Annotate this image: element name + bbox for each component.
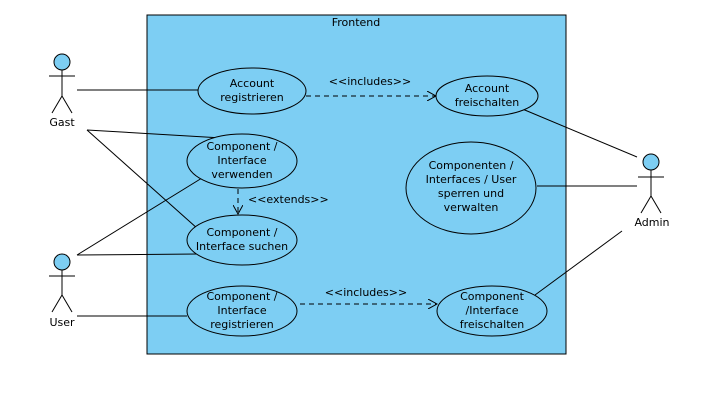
usecase-label-line: /Interface	[466, 304, 519, 317]
system-title: Frontend	[332, 16, 381, 29]
usecase-label-line: sperren und	[438, 187, 504, 200]
usecase-label-line: freischalten	[460, 318, 525, 331]
usecase-label-line: registrieren	[220, 91, 284, 104]
usecase-account-freischalten[interactable]: Account freischalten	[435, 75, 539, 117]
actor-label: Admin	[634, 216, 669, 229]
stick-figure-icon	[49, 253, 75, 313]
assoc-gast-component-verwenden	[86, 129, 223, 139]
dependencies	[238, 96, 437, 304]
includes-component-label: <<includes>>	[325, 286, 407, 299]
extends-label: <<extends>>	[248, 193, 329, 206]
includes-account-label: <<includes>>	[329, 75, 411, 88]
usecase-label-line: freischalten	[455, 96, 520, 109]
usecase-component-freischalten[interactable]: Component /Interface freischalten	[436, 285, 548, 337]
usecase-componenten-sperren[interactable]: Componenten / Interfaces / User sperren …	[405, 141, 537, 235]
usecase-label-line: verwalten	[444, 201, 499, 214]
usecase-label-line: registrieren	[210, 318, 274, 331]
actor-admin[interactable]: Admin	[634, 153, 670, 229]
stick-figure-icon	[638, 153, 664, 214]
usecase-label-line: Component /	[206, 290, 277, 303]
usecase-label-line: Interface suchen	[196, 240, 288, 253]
usecase-label-line: Component /	[206, 226, 277, 239]
stick-figure-icon	[49, 53, 75, 114]
usecase-label-line: Account	[230, 77, 275, 90]
actor-label: User	[49, 316, 75, 329]
usecase-account-registrieren[interactable]: Account registrieren	[197, 67, 307, 115]
usecase-label-line: Interface	[217, 304, 266, 317]
assoc-user-component-verwenden	[76, 177, 203, 256]
usecase-label-line: Componenten /	[429, 159, 514, 172]
usecase-label-line: verwenden	[211, 168, 272, 181]
assoc-admin-account-freischalten	[519, 107, 638, 158]
actor-user[interactable]: User	[49, 253, 75, 329]
usecase-label-line: Account	[465, 82, 510, 95]
usecase-label-line: Interface	[217, 154, 266, 167]
usecase-label-line: Component /	[206, 140, 277, 153]
assoc-user-component-suchen	[76, 253, 199, 256]
actor-gast[interactable]: Gast	[49, 53, 75, 129]
usecase-component-suchen[interactable]: Component / Interface suchen	[186, 214, 298, 266]
actor-label: Gast	[49, 116, 75, 129]
usecase-label-line: Component	[460, 290, 525, 303]
usecase-component-registrieren[interactable]: Component / Interface registrieren	[186, 285, 298, 337]
assoc-gast-component-suchen	[86, 129, 199, 230]
assoc-admin-component-freischalten	[534, 230, 623, 296]
usecase-label-line: Interfaces / User	[426, 173, 517, 186]
associations	[76, 89, 638, 317]
usecase-component-verwenden[interactable]: Component / Interface verwenden	[186, 133, 298, 189]
